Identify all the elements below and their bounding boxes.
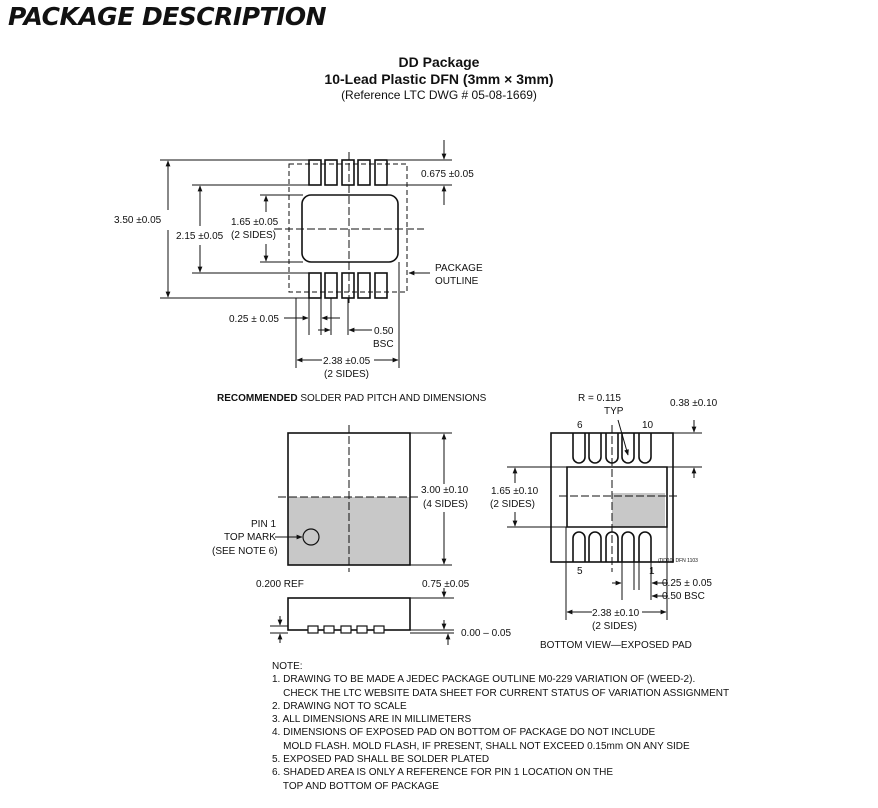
dim-inner-2-15: 2.15 ±0.05 [176,231,224,242]
caption-rest: SOLDER PAD PITCH AND DIMENSIONS [298,393,487,404]
dim-pad-length: 0.675 ±0.05 [421,169,474,180]
dim-lead-width: 0.25 ± 0.05 [229,314,279,325]
side-view-body [287,597,411,631]
dwg-code: (DD10) DFN 1103 [658,558,698,564]
dim-pitch-unit: BSC [373,339,394,350]
pin1-shaded-area-bottom [612,493,665,527]
note-line: CHECK THE LTC WEBSITE DATA SHEET FOR CUR… [272,687,730,699]
bottom-top-leads [572,433,652,464]
bottom-radius-2: TYP [604,406,624,417]
dim-2-38: 2.38 ±0.05 [323,356,371,367]
note-line: 1. DRAWING TO BE MADE A JEDEC PACKAGE OU… [272,674,696,686]
top-view [275,425,452,572]
dim-pad-1-65-sides: (2 SIDES) [231,230,276,241]
note-line: 6. SHADED AREA IS ONLY A REFERENCE FOR P… [272,767,614,779]
package-subtitle: 10-Lead Plastic DFN (3mm × 3mm) [324,71,554,87]
note-line: 2. DRAWING NOT TO SCALE [272,700,407,712]
pin-6-label: 6 [577,420,583,431]
bottom-view [507,419,702,620]
pin-10-label: 10 [642,420,654,431]
notes-heading: NOTE: [272,661,303,672]
bottom-dim-2-38: 2.38 ±0.10 [592,608,640,619]
side-ref: 0.200 REF [256,579,304,590]
bottom-radius-1: R = 0.115 [578,393,621,404]
package-reference: (Reference LTC DWG # 05-08-1669) [341,88,537,102]
notes-block: NOTE: 1. DRAWING TO BE MADE A JEDEC PACK… [272,660,729,793]
title-block: DD Package 10-Lead Plastic DFN (3mm × 3m… [0,54,878,103]
bottom-dim-1-65: 1.65 ±0.10 [491,486,539,497]
note-line: 5. EXPOSED PAD SHALL BE SOLDER PLATED [272,754,490,766]
bottom-dim-2-38-sides: (2 SIDES) [592,621,637,632]
package-title: DD Package [398,54,480,70]
bottom-view-caption: BOTTOM VIEW—EXPOSED PAD [540,640,692,651]
pin-1-label: 1 [649,566,655,577]
top-pad-row [308,159,388,186]
pin1-label-2: TOP MARK [224,532,276,543]
side-view-leads [307,625,385,634]
package-outline-label-2: OUTLINE [435,276,479,287]
package-outline-label-1: PACKAGE [435,263,483,274]
note-line: 3. ALL DIMENSIONS ARE IN MILLIMETERS [272,714,472,726]
pin1-label-3: (SEE NOTE 6) [212,546,278,557]
note-line: 4. DIMENSIONS OF EXPOSED PAD ON BOTTOM O… [272,727,656,739]
pin1-label-1: PIN 1 [251,519,276,530]
dim-pitch-value: 0.50 [374,326,394,337]
note-line: TOP AND BOTTOM OF PACKAGE [272,780,439,792]
caption-bold: RECOMMENDED [217,393,298,404]
bottom-dim-lead-width: 0.25 ± 0.05 [662,578,712,589]
dim-pad-1-65: 1.65 ±0.05 [231,217,279,228]
page-heading: PACKAGE DESCRIPTION [8,2,327,31]
dim-body-sides: (4 SIDES) [423,499,468,510]
package-outline [288,163,408,293]
exposed-pad-footprint [301,194,399,263]
pin-5-label: 5 [577,566,583,577]
side-standoff: 0.00 – 0.05 [461,628,511,639]
bottom-dim-1-65-sides: (2 SIDES) [490,499,535,510]
dim-2-38-sides: (2 SIDES) [324,369,369,380]
bottom-dim-corner: 0.38 ±0.10 [670,398,718,409]
solder-pad-caption: RECOMMENDED SOLDER PAD PITCH AND DIMENSI… [217,393,487,404]
note-line: MOLD FLASH. MOLD FLASH, IF PRESENT, SHAL… [272,740,690,752]
bottom-bottom-leads [572,531,652,562]
dim-outer-3-50: 3.50 ±0.05 [114,215,162,226]
pin1-dot [302,528,320,546]
solder-pad-diagram [160,140,452,368]
dim-body-3-00: 3.00 ±0.10 [421,485,469,496]
bottom-pad-row [308,272,388,299]
bottom-dim-pitch: 0.50 BSC [662,591,705,602]
side-height: 0.75 ±0.05 [422,579,470,590]
side-view [270,588,454,645]
